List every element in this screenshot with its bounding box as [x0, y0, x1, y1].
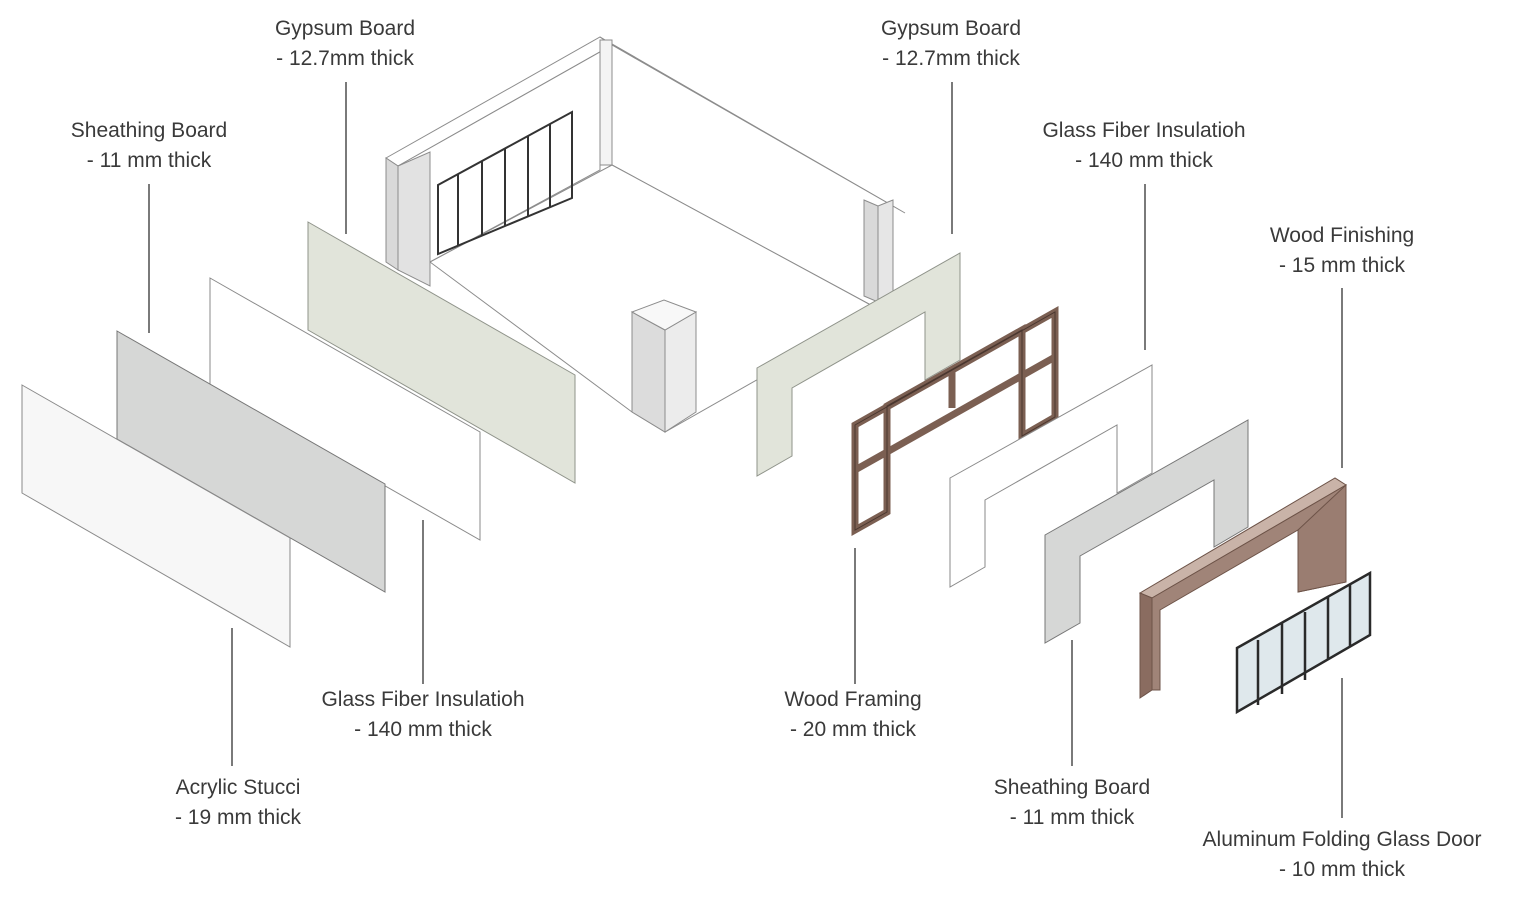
wood-finishing-frame [1138, 477, 1347, 699]
sheathing-board-right-panel [1044, 419, 1249, 644]
label-glass-fiber-insulation-left: Glass Fiber Insulatioh - 140 mm thick [321, 685, 524, 745]
acrylic-stucco-panel [21, 384, 291, 648]
label-sheathing-board-left: Sheathing Board - 11 mm thick [71, 116, 227, 176]
label-name: Sheathing Board [993, 776, 1151, 799]
label-spec: - 15 mm thick [1278, 254, 1406, 277]
label-wood-finishing: Wood Finishing - 15 mm thick [1270, 221, 1414, 281]
glass-fiber-insulation-left-panel [209, 277, 481, 541]
glass-fiber-insulation-right-panel [949, 364, 1153, 588]
label-spec: - 11 mm thick [86, 149, 212, 172]
label-name: Gypsum Board [274, 17, 416, 40]
label-name: Glass Fiber Insulatioh [1042, 119, 1246, 142]
label-spec: - 140 mm thick [1075, 149, 1213, 172]
label-name: Sheathing Board [70, 119, 228, 142]
label-glass-fiber-insulation-right: Glass Fiber Insulatioh - 140 mm thick [1042, 116, 1245, 176]
label-spec: - 140 mm thick [354, 718, 492, 741]
label-acrylic-stucco: Acrylic Stucci - 19 mm thick [175, 773, 301, 833]
aluminum-folding-glass-door [1235, 570, 1372, 715]
room-folding-window [437, 110, 573, 256]
gypsum-board-right-panel [756, 252, 961, 477]
label-wood-framing: Wood Framing - 20 mm thick [784, 685, 921, 745]
sheathing-board-left-panel [116, 330, 386, 593]
label-name: Glass Fiber Insulatioh [321, 688, 525, 711]
label-spec: - 12.7mm thick [882, 47, 1020, 70]
label-spec: - 10 mm thick [1278, 858, 1406, 881]
label-gypsum-board-right: Gypsum Board - 12.7mm thick [881, 14, 1021, 74]
gypsum-board-left-panel [307, 221, 576, 484]
label-spec: - 11 mm thick [1009, 806, 1135, 829]
label-name: Wood Framing [784, 688, 922, 711]
label-name: Acrylic Stucci [175, 776, 301, 799]
label-gypsum-board-left: Gypsum Board - 12.7mm thick [275, 14, 415, 74]
label-name: Wood Finishing [1269, 224, 1415, 247]
label-spec: - 19 mm thick [174, 806, 302, 829]
label-spec: - 20 mm thick [789, 718, 917, 741]
leader-lines [148, 82, 1343, 818]
label-spec: - 12.7mm thick [276, 47, 414, 70]
label-name: Aluminum Folding Glass Door [1202, 828, 1482, 851]
label-name: Gypsum Board [880, 17, 1022, 40]
label-sheathing-board-right: Sheathing Board - 11 mm thick [994, 773, 1150, 833]
label-aluminum-folding-glass-door: Aluminum Folding Glass Door - 10 mm thic… [1203, 825, 1482, 885]
